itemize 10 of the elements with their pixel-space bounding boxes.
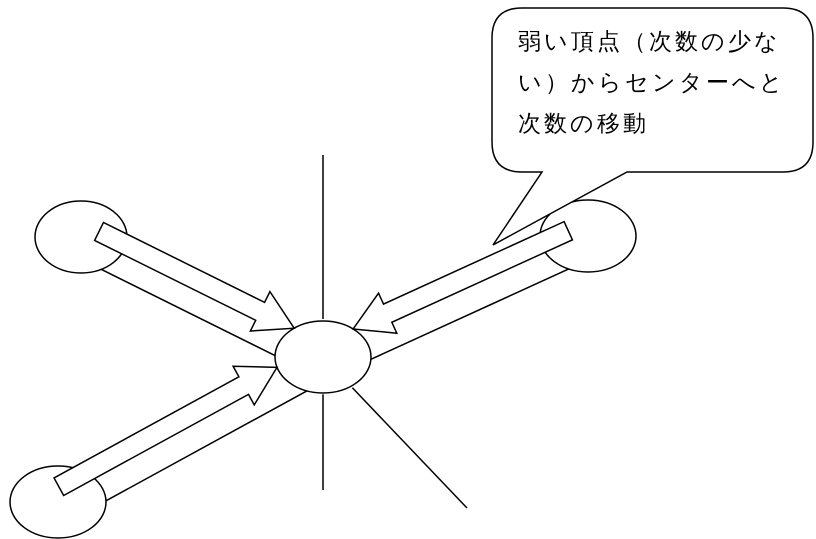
connector-line	[106, 390, 308, 502]
connector-line	[322, 394, 324, 490]
callout-text: 弱い頂点（次数の少ない）からセンターへと次数の移動	[518, 28, 787, 139]
connector-line	[370, 268, 570, 360]
block-arrow	[53, 366, 278, 496]
block-arrow	[94, 221, 296, 332]
connector-line	[322, 155, 324, 319]
connector-line	[352, 387, 468, 509]
block-arrow	[352, 220, 574, 334]
connector-line	[100, 268, 276, 356]
